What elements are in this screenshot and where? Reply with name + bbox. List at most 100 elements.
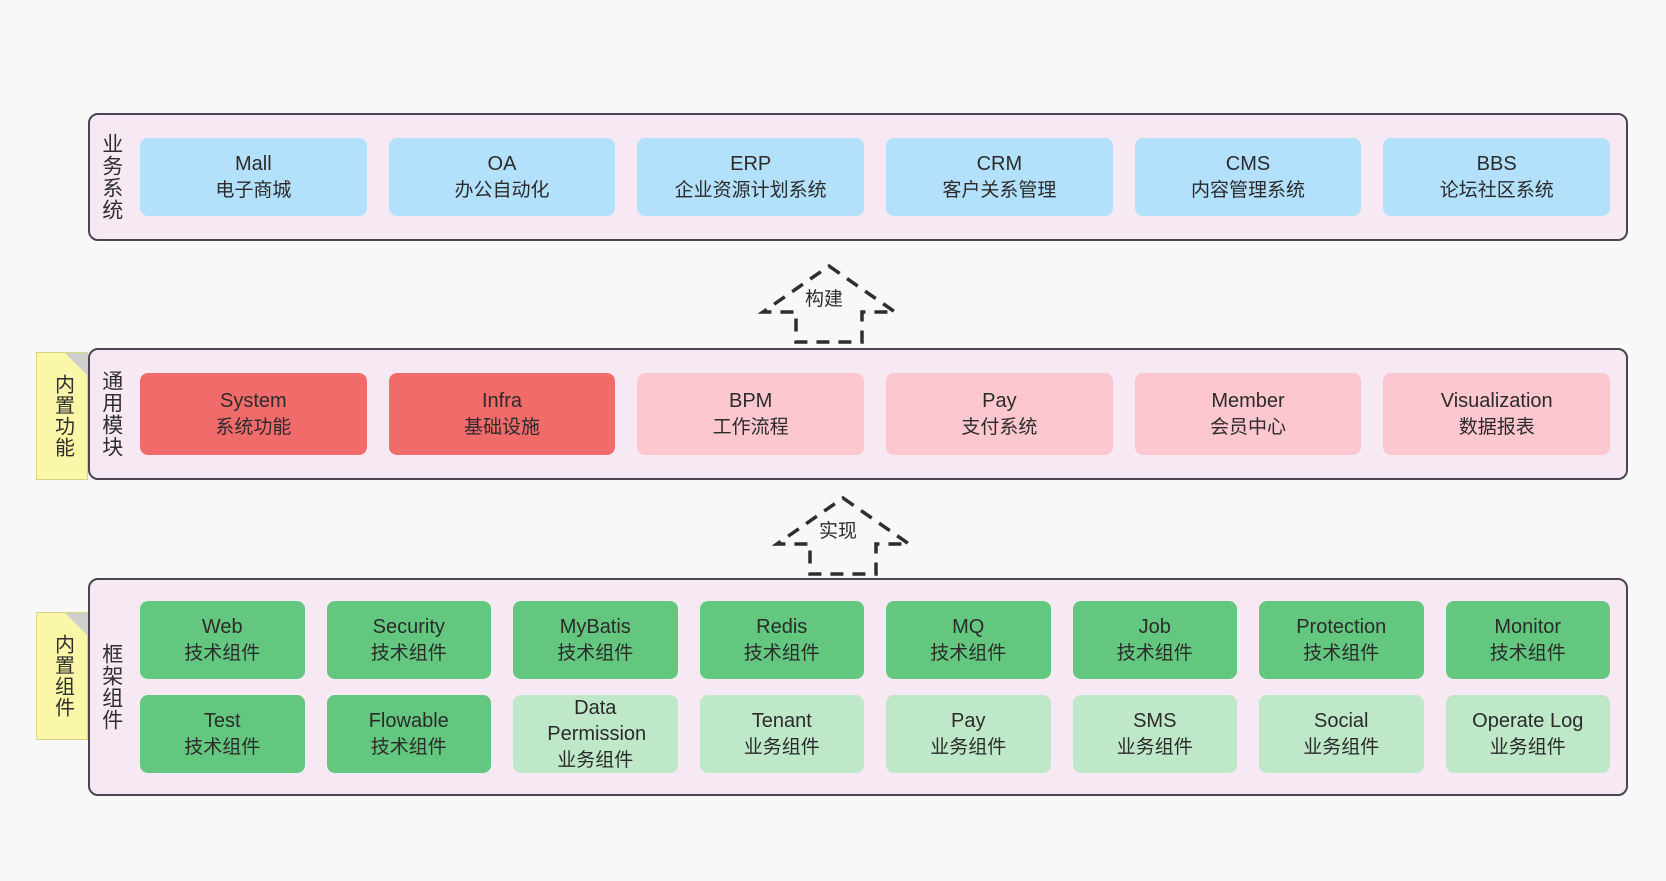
- card-test[interactable]: Test 技术组件: [140, 695, 305, 773]
- card-subtitle: 技术组件: [1303, 642, 1380, 664]
- card-flowable[interactable]: Flowable 技术组件: [326, 695, 491, 773]
- card-title: SMS: [1133, 710, 1177, 733]
- card-operate-log[interactable]: Operate Log 业务组件: [1445, 695, 1610, 773]
- card-title: MQ: [952, 616, 985, 639]
- card-subtitle: 办公自动化: [454, 179, 550, 201]
- card-bpm[interactable]: BPM 工作流程: [637, 373, 865, 455]
- card-security[interactable]: Security 技术组件: [326, 601, 491, 679]
- card-pay-business[interactable]: Pay 业务组件: [886, 695, 1051, 773]
- fold-corner-icon: [65, 613, 87, 635]
- card-data-permission[interactable]: Data Permission 业务组件: [513, 695, 678, 773]
- sticky-note-label: 内置组件: [51, 634, 74, 718]
- section-title-common-module: 通用模块: [99, 370, 123, 458]
- card-subtitle: 技术组件: [184, 642, 261, 664]
- card-infra[interactable]: Infra 基础设施: [388, 373, 616, 455]
- card-row-business: Test 技术组件 Flowable 技术组件 Data Permission …: [140, 695, 1610, 773]
- card-subtitle: 业务组件: [1489, 736, 1566, 758]
- section-body-framework-component: Web 技术组件 Security 技术组件 MyBatis 技术组件 Redi…: [132, 580, 1626, 794]
- card-web[interactable]: Web 技术组件: [140, 601, 305, 679]
- section-title-business-system: 业务系统: [99, 133, 123, 221]
- card-subtitle: 技术组件: [930, 642, 1007, 664]
- card-visualization[interactable]: Visualization 数据报表: [1383, 373, 1611, 455]
- card-mq[interactable]: MQ 技术组件: [886, 601, 1051, 679]
- card-erp[interactable]: ERP 企业资源计划系统: [637, 138, 865, 216]
- build-arrow-icon: [758, 263, 900, 344]
- card-subtitle: 业务组件: [1303, 736, 1380, 758]
- card-row: Mall 电子商城 OA 办公自动化 ERP 企业资源计划系统 CRM 客户关系…: [140, 138, 1611, 216]
- card-title: MyBatis: [559, 616, 631, 639]
- card-title: Pay: [951, 710, 986, 733]
- card-oa[interactable]: OA 办公自动化: [388, 138, 616, 216]
- card-subtitle: 内容管理系统: [1191, 179, 1306, 201]
- card-subtitle: 业务组件: [557, 749, 634, 771]
- card-row: System 系统功能 Infra 基础设施 BPM 工作流程 Pay 支付系统…: [140, 373, 1611, 455]
- section-body-business-system: Mall 电子商城 OA 办公自动化 ERP 企业资源计划系统 CRM 客户关系…: [132, 115, 1626, 239]
- card-subtitle: 支付系统: [961, 416, 1038, 438]
- card-title: Infra: [481, 390, 523, 413]
- fold-corner-icon: [65, 353, 87, 375]
- section-title-framework-component: 框架组件: [99, 643, 123, 731]
- card-system[interactable]: System 系统功能: [140, 373, 367, 455]
- implement-arrow-icon: [772, 495, 914, 576]
- section-body-common-module: System 系统功能 Infra 基础设施 BPM 工作流程 Pay 支付系统…: [132, 350, 1626, 478]
- card-subtitle: 技术组件: [184, 736, 261, 758]
- card-subtitle: 客户关系管理: [942, 179, 1057, 201]
- card-title: Visualization: [1440, 390, 1553, 413]
- card-crm[interactable]: CRM 客户关系管理: [886, 138, 1113, 216]
- card-job[interactable]: Job 技术组件: [1072, 601, 1237, 679]
- card-mybatis[interactable]: MyBatis 技术组件: [513, 601, 678, 679]
- card-title: System: [219, 390, 287, 413]
- section-framework-component: 框架组件 Web 技术组件 Security 技术组件 MyBatis 技术组件…: [88, 578, 1628, 796]
- card-subtitle: 业务组件: [1116, 736, 1193, 758]
- card-title: Data Permission: [547, 697, 647, 746]
- card-title: Test: [203, 710, 241, 733]
- connector-implement-label: 实现: [819, 521, 858, 542]
- card-cms[interactable]: CMS 内容管理系统: [1134, 138, 1362, 216]
- card-monitor[interactable]: Monitor 技术组件: [1445, 601, 1610, 679]
- card-subtitle: 电子商城: [215, 179, 292, 201]
- section-common-module: 通用模块 System 系统功能 Infra 基础设施 BPM 工作流程 Pay…: [88, 348, 1628, 480]
- card-title: Monitor: [1494, 616, 1562, 639]
- connector-implement: 实现: [772, 494, 914, 576]
- card-subtitle: 工作流程: [712, 416, 789, 438]
- card-subtitle: 技术组件: [743, 642, 820, 664]
- card-subtitle: 数据报表: [1458, 416, 1535, 438]
- card-pay[interactable]: Pay 支付系统: [886, 373, 1113, 455]
- card-subtitle: 基础设施: [464, 416, 541, 438]
- card-title: BBS: [1476, 153, 1517, 176]
- card-member[interactable]: Member 会员中心: [1134, 373, 1362, 455]
- card-protection[interactable]: Protection 技术组件: [1259, 601, 1424, 679]
- connector-build: 构建: [758, 262, 900, 344]
- card-title: Tenant: [751, 710, 812, 733]
- card-mall[interactable]: Mall 电子商城: [140, 138, 367, 216]
- card-title: Operate Log: [1472, 710, 1584, 733]
- card-title: BPM: [729, 390, 773, 413]
- card-title: Web: [201, 616, 243, 639]
- card-subtitle: 技术组件: [370, 736, 447, 758]
- card-subtitle: 技术组件: [370, 642, 447, 664]
- card-sms[interactable]: SMS 业务组件: [1072, 695, 1237, 773]
- sticky-note-builtin-features: 内置功能: [36, 352, 88, 480]
- card-title: Social: [1314, 710, 1369, 733]
- card-subtitle: 技术组件: [1489, 642, 1566, 664]
- card-redis[interactable]: Redis 技术组件: [699, 601, 864, 679]
- card-title: Flowable: [368, 710, 449, 733]
- card-title: Pay: [982, 390, 1017, 413]
- card-title: Job: [1138, 616, 1171, 639]
- card-subtitle: 技术组件: [1116, 642, 1193, 664]
- card-title: OA: [487, 153, 517, 176]
- sticky-note-label: 内置功能: [51, 374, 74, 458]
- card-title: CMS: [1225, 153, 1271, 176]
- connector-build-label: 构建: [805, 289, 844, 310]
- card-title: Protection: [1296, 616, 1387, 639]
- card-title: Redis: [756, 616, 808, 639]
- card-subtitle: 技术组件: [557, 642, 634, 664]
- card-social[interactable]: Social 业务组件: [1259, 695, 1424, 773]
- section-business-system: 业务系统 Mall 电子商城 OA 办公自动化 ERP 企业资源计划系统 CRM…: [88, 113, 1628, 241]
- card-bbs[interactable]: BBS 论坛社区系统: [1383, 138, 1611, 216]
- card-title: Security: [372, 616, 445, 639]
- card-title: Member: [1211, 390, 1285, 413]
- card-subtitle: 论坛社区系统: [1439, 179, 1554, 201]
- card-tenant[interactable]: Tenant 业务组件: [699, 695, 864, 773]
